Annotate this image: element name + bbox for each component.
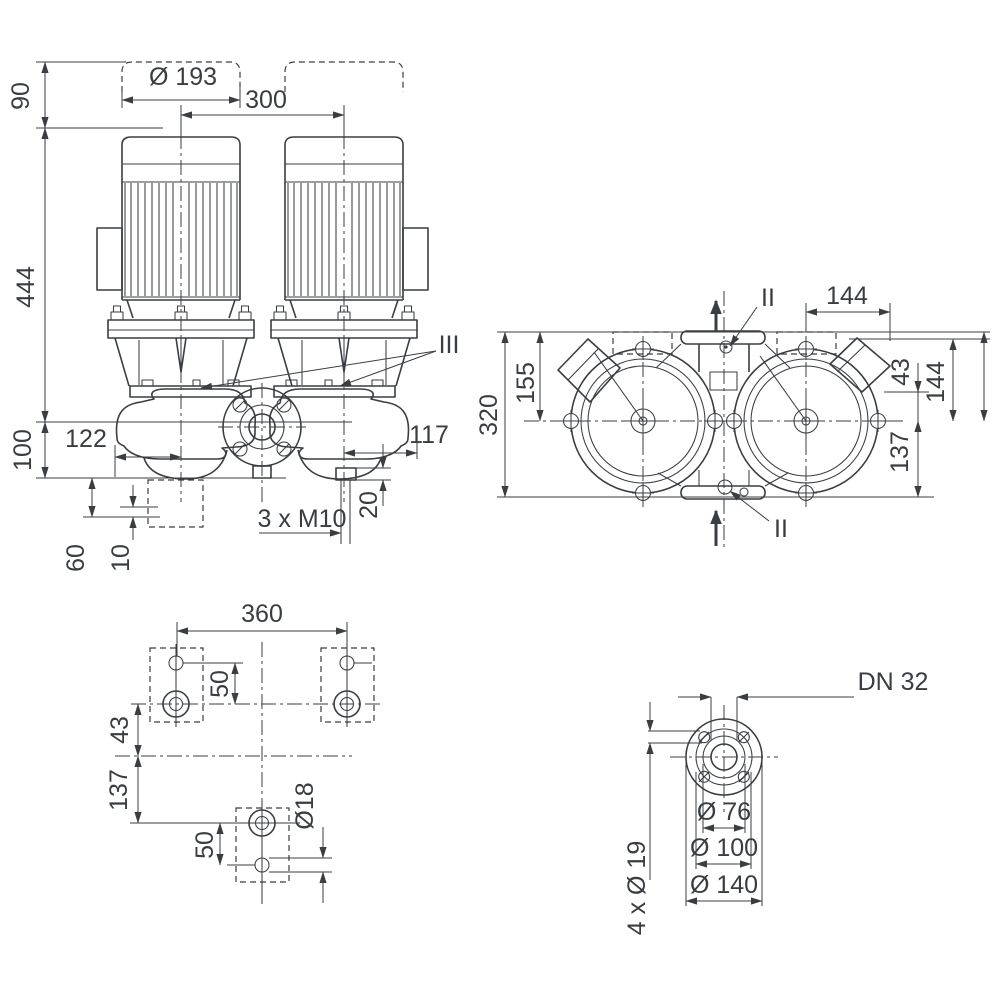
section-label-II-bottom: II xyxy=(774,515,788,543)
dim-raised-face: Ø 76 xyxy=(697,764,751,833)
terminal-box-top-left xyxy=(557,338,621,403)
dim-label-o140: Ø 140 xyxy=(690,871,758,899)
dim-label-43-top: 43 xyxy=(887,358,915,386)
dim-label-10: 10 xyxy=(107,544,135,572)
section-marker-ii-bottom: II xyxy=(729,490,788,543)
dim-foot-right: 117 xyxy=(343,421,449,459)
terminal-box-left xyxy=(96,227,123,291)
foundation-pad-upper-right xyxy=(320,644,375,727)
flange-view: DN 32 Ø 76 Ø 100 Ø 140 4 x Ø 19 xyxy=(623,668,928,935)
dim-label-117: 117 xyxy=(409,421,449,449)
dim-foot-left: 122 xyxy=(65,425,182,477)
dim-axis-offsets: 43 137 xyxy=(105,703,300,824)
dim-label-o18: Ø18 xyxy=(291,782,319,829)
dim-label-4xo19: 4 x Ø 19 xyxy=(623,841,651,936)
pump-unit-right xyxy=(268,136,418,480)
dim-label-137-top: 137 xyxy=(886,431,914,473)
detail-marker-iii: III xyxy=(200,331,460,390)
dim-label-320: 320 xyxy=(475,394,503,436)
port-bottom xyxy=(657,470,789,500)
alt-terminal-position-left xyxy=(612,331,673,355)
foundation-recess xyxy=(147,479,204,528)
dim-label-100: 100 xyxy=(9,429,37,471)
dim-label-137-plan: 137 xyxy=(105,769,133,811)
alt-terminal-position-right xyxy=(776,331,837,355)
dim-label-122: 122 xyxy=(65,425,107,453)
dim-foundation: 60 10 xyxy=(62,477,160,572)
dim-depth-front: 155 xyxy=(512,331,544,422)
dim-chain-left: 90 444 100 xyxy=(7,61,352,479)
dim-motor-diameter: Ø 193 xyxy=(121,63,241,108)
dim-label-193: Ø 193 xyxy=(149,63,217,91)
foundation-pad-lower xyxy=(235,800,290,904)
label-drain-plugs: 3 x M10 xyxy=(258,505,347,537)
front-view: 90 444 100 Ø 193 300 122 117 xyxy=(7,61,460,572)
dim-depth-total: 320 xyxy=(475,331,990,498)
section-marker-ii-top: II xyxy=(729,284,775,347)
foundation-view: 360 50 43 137 50 Ø18 xyxy=(105,600,380,904)
dim-label-444: 444 xyxy=(12,266,40,308)
terminal-box-right xyxy=(402,227,429,291)
detail-label-III: III xyxy=(439,331,460,359)
pump-unit-left xyxy=(107,136,257,480)
dim-label-155: 155 xyxy=(512,362,540,404)
dim-label-360: 360 xyxy=(241,600,283,628)
terminal-box-top-right xyxy=(829,337,891,393)
dim-right-side: 43 144 137 xyxy=(849,331,990,498)
dim-label-o76: Ø 76 xyxy=(697,798,751,826)
dim-hole-pitch-lower: 50 xyxy=(191,822,255,866)
dim-hole-pitch-upper: 50 xyxy=(206,662,239,705)
dim-bolt-holes: 4 x Ø 19 xyxy=(623,702,702,935)
dim-label-20: 20 xyxy=(355,491,383,519)
dim-label-o100: Ø 100 xyxy=(690,834,758,862)
dim-boss-height: 20 xyxy=(355,444,391,519)
dim-label-3xM10: 3 x M10 xyxy=(258,505,347,533)
dim-label-50-lower: 50 xyxy=(191,831,219,859)
dim-bolt-circle: Ø 100 xyxy=(690,772,758,869)
dim-pump-spacing: 300 xyxy=(180,86,345,134)
dim-label-90: 90 xyxy=(7,82,35,110)
dim-hole-diameter: Ø18 xyxy=(269,782,332,903)
dim-flange-od: Ø 140 xyxy=(685,760,763,906)
section-label-II-top: II xyxy=(761,284,775,312)
dim-nominal: DN 32 xyxy=(678,668,928,741)
discharge-flange-front xyxy=(218,383,306,505)
dim-label-43-plan: 43 xyxy=(106,716,134,744)
port-top xyxy=(655,330,791,391)
dim-port-offset: 144 xyxy=(805,282,891,341)
dim-bolt-span: 360 xyxy=(176,600,348,656)
dim-label-dn32: DN 32 xyxy=(858,668,929,696)
removal-clearance-left xyxy=(121,61,241,92)
dim-label-300: 300 xyxy=(245,86,287,114)
flange-face xyxy=(670,705,778,812)
removal-clearance-right xyxy=(284,61,404,92)
top-view: II II 320 155 144 43 xyxy=(475,282,990,548)
dim-label-50-upper: 50 xyxy=(206,670,234,698)
dim-label-60: 60 xyxy=(62,544,90,572)
dim-label-144-top: 144 xyxy=(826,282,868,310)
dim-label-144-right: 144 xyxy=(922,361,950,403)
